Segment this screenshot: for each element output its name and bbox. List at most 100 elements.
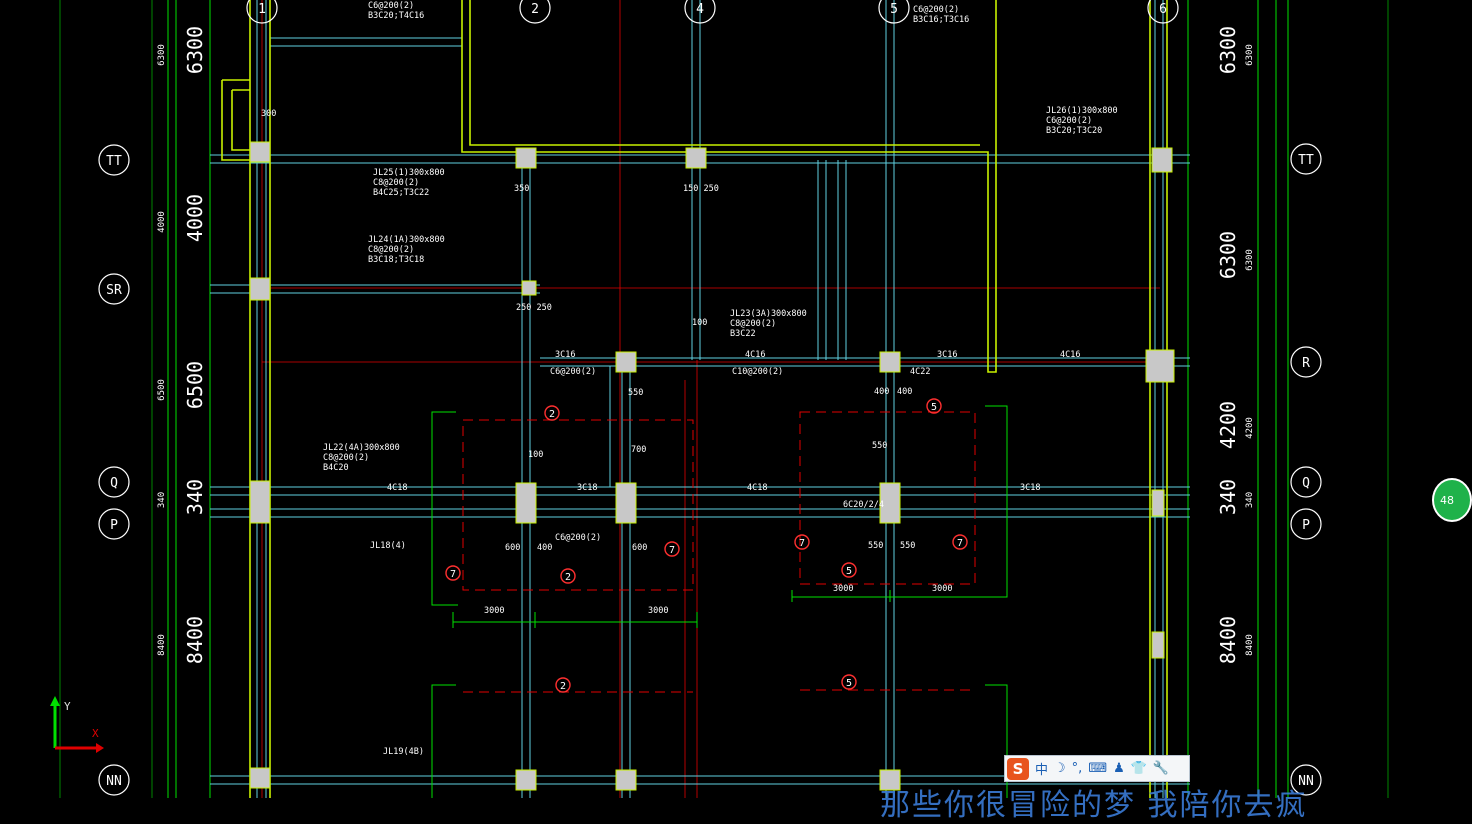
dimension-text-left: 8400 bbox=[183, 616, 207, 664]
rebar-label: 700 bbox=[631, 445, 646, 455]
beam-label: JL18(4) bbox=[370, 541, 406, 551]
beam-label: B4C20 bbox=[323, 463, 349, 473]
beam-label: B3C20;T3C20 bbox=[1046, 126, 1102, 136]
beam-label: JL26(1)300x800 bbox=[1046, 106, 1118, 116]
grid-bubble-top-circle bbox=[684, 0, 716, 24]
beam-label: B3C18;T3C18 bbox=[368, 255, 424, 265]
rebar-label: 600 bbox=[505, 543, 520, 553]
section-marker-circle bbox=[445, 565, 461, 581]
grid-bubble-top-circle bbox=[1147, 0, 1179, 24]
ime-toolbar[interactable]: S 中 ☽ °, ⌨ ♟ 👕 🔧 bbox=[1004, 755, 1190, 782]
dimension-text-left-small: 6300 bbox=[157, 44, 167, 66]
lyrics-overlay-text: 那些你很冒险的梦 我陪你去疯 bbox=[880, 788, 1308, 823]
section-marker-label: 7 bbox=[957, 538, 963, 549]
ime-halfwidth-icon[interactable]: ☽ bbox=[1054, 761, 1066, 776]
grid-bubble-right-label: NN bbox=[1298, 774, 1314, 789]
beam-label: B3C16;T3C16 bbox=[913, 15, 969, 25]
grid-bubble-left-circle bbox=[98, 273, 130, 305]
dimension-text-right-small: 8400 bbox=[1245, 634, 1255, 656]
beam-label: JL23(3A)300x800 bbox=[730, 309, 807, 319]
rebar-label: 550 bbox=[628, 388, 643, 398]
ucs-icon: Y X bbox=[50, 696, 104, 753]
rebar-label: C10@200(2) bbox=[732, 367, 783, 377]
dimension-text-left-small: 4000 bbox=[157, 211, 167, 233]
ime-punctuation-icon[interactable]: °, bbox=[1071, 761, 1083, 776]
ime-settings-icon[interactable]: 🔧 bbox=[1152, 761, 1170, 776]
grid-bubble-left-circle bbox=[98, 764, 130, 796]
section-marker-circle bbox=[544, 405, 560, 421]
rebar-label: 6C20/2/4 bbox=[843, 500, 884, 510]
beam-label: C6@200(2) bbox=[368, 1, 414, 11]
beam-label: C6@200(2) bbox=[1046, 116, 1092, 126]
rebar-label: 3C16 bbox=[937, 350, 957, 360]
section-marker-label: 5 bbox=[846, 678, 852, 689]
rebar-label: 3000 bbox=[932, 584, 952, 594]
dimension-text-right-small: 4200 bbox=[1245, 417, 1255, 439]
rebar-label: 4C22 bbox=[910, 367, 930, 377]
dimension-text-left: 6300 bbox=[183, 26, 207, 74]
grid-bubble-top-circle bbox=[246, 0, 278, 24]
dimension-text-left: 6500 bbox=[183, 361, 207, 409]
grid-bubble-right-circle bbox=[1290, 466, 1322, 498]
section-marker-circle bbox=[664, 541, 680, 557]
grid-bubble-left-circle bbox=[98, 144, 130, 176]
dimension-text-left-small: 6500 bbox=[157, 379, 167, 401]
rebar-label: 100 bbox=[528, 450, 543, 460]
cad-drawing-canvas[interactable]: Y X TTSRQPNNTTRQPNN124566300400065003408… bbox=[0, 0, 1451, 798]
dimension-text-right: 4200 bbox=[1216, 401, 1240, 449]
rebar-label: 250 250 bbox=[516, 303, 552, 313]
grid-bubble-right-circle bbox=[1290, 508, 1322, 540]
grid-bubble-right-circle bbox=[1290, 346, 1322, 378]
grid-bubble-left-circle bbox=[98, 508, 130, 540]
section-marker-circle bbox=[926, 398, 942, 414]
dimension-text-left: 340 bbox=[183, 479, 207, 515]
beam-label: B3C22 bbox=[730, 329, 756, 339]
rebar-label: 3C18 bbox=[577, 483, 597, 493]
beam-structure: Y X bbox=[50, 0, 1389, 798]
rebar-label: 600 bbox=[632, 543, 647, 553]
rebar-label: 3000 bbox=[484, 606, 504, 616]
sogou-logo-icon[interactable]: S bbox=[1007, 757, 1029, 780]
grid-bubble-top-circle bbox=[519, 0, 551, 24]
dimension-text-left-small: 340 bbox=[157, 492, 167, 508]
section-marker-circle bbox=[841, 562, 857, 578]
grid-bubble-top-label: 4 bbox=[696, 2, 704, 17]
grid-bubble-left-label: Q bbox=[110, 476, 118, 491]
ime-mode-toggle[interactable]: 中 bbox=[1035, 763, 1049, 778]
dimension-text-left-small: 8400 bbox=[157, 634, 167, 656]
ime-user-icon[interactable]: ♟ bbox=[1113, 761, 1125, 776]
grid-bubble-top-label: 2 bbox=[531, 2, 539, 17]
rebar-label: 4C18 bbox=[747, 483, 767, 493]
grid-bubble-left-circle bbox=[98, 466, 130, 498]
ime-keyboard-icon[interactable]: ⌨ bbox=[1088, 761, 1108, 776]
grid-bubble-right-label: P bbox=[1302, 518, 1310, 533]
beam-label: JL25(1)300x800 bbox=[373, 168, 445, 178]
grid-bubble-left-label: NN bbox=[106, 774, 122, 789]
section-marker-label: 2 bbox=[565, 572, 571, 583]
grid-bubble-left-label: TT bbox=[106, 154, 122, 169]
rebar-label: 350 bbox=[514, 184, 529, 194]
rebar-label: C6@200(2) bbox=[555, 533, 601, 543]
grid-bubble-left-label: SR bbox=[106, 283, 122, 298]
dimension-text-left: 4000 bbox=[183, 194, 207, 242]
section-marker-label: 7 bbox=[669, 545, 675, 556]
grid-bubble-right-label: TT bbox=[1298, 153, 1314, 168]
beam-label: C8@200(2) bbox=[323, 453, 369, 463]
section-marker-circle bbox=[841, 674, 857, 690]
beam-label: B4C25;T3C22 bbox=[373, 188, 429, 198]
beam-label: JL24(1A)300x800 bbox=[368, 235, 445, 245]
grid-bubble-right-circle bbox=[1290, 764, 1322, 796]
section-marker-circle bbox=[560, 568, 576, 584]
rebar-label: 4C16 bbox=[1060, 350, 1080, 360]
beam-label: B3C20;T4C16 bbox=[368, 11, 424, 21]
grid-bubble-top-circle bbox=[878, 0, 910, 24]
section-marker-label: 7 bbox=[799, 538, 805, 549]
rebar-label: C6@200(2) bbox=[550, 367, 596, 377]
svg-text:Y: Y bbox=[64, 700, 71, 713]
section-marker-label: 5 bbox=[846, 566, 852, 577]
section-marker-label: 5 bbox=[931, 402, 937, 413]
ime-skin-icon[interactable]: 👕 bbox=[1130, 761, 1147, 776]
grid-bubble-left-label: P bbox=[110, 518, 118, 533]
floating-status-badge[interactable]: 48 bbox=[1432, 478, 1472, 522]
